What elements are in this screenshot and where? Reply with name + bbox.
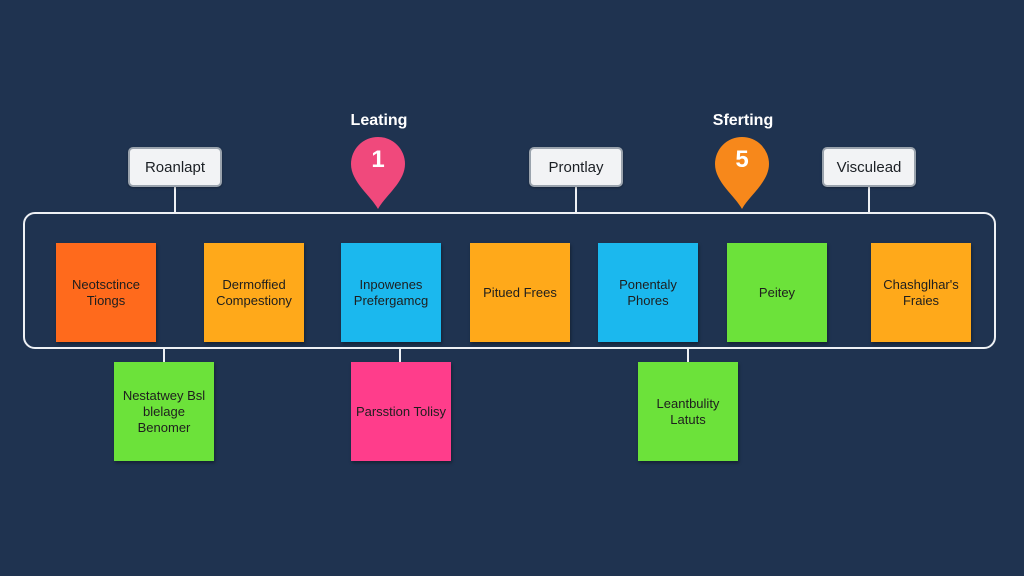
milestone-number-1: 1 — [371, 146, 385, 173]
phase-label-2: Prontlay — [529, 147, 623, 187]
sticky-note-5: Ponentaly Phores — [598, 243, 698, 342]
milestone-caption-1: Leating — [350, 112, 408, 129]
milestone-pin-2: 5 — [713, 136, 771, 212]
sticky-note-bottom-3: Leantbulity Latuts — [638, 362, 738, 461]
map-pin-icon — [351, 137, 405, 209]
sticky-note-1: Neotsctince Tiongs — [56, 243, 156, 342]
timeline-track — [23, 212, 996, 349]
sticky-note-6: Peitey — [727, 243, 827, 342]
sticky-note-3: Inpowenes Prefergamcg — [341, 243, 441, 342]
milestone-caption-2: Sferting — [712, 112, 774, 129]
milestone-number-2: 5 — [735, 146, 749, 173]
sticky-note-bottom-1: Nestatwey Bsl blelage Benomer — [114, 362, 214, 461]
sticky-note-7: Chashglhar's Fraies — [871, 243, 971, 342]
phase-label-1: Roanlapt — [128, 147, 222, 187]
map-pin-icon — [715, 137, 769, 209]
milestone-pin-1: 1 — [349, 136, 407, 212]
sticky-note-4: Pitued Frees — [470, 243, 570, 342]
sticky-note-2: Dermoffied Compestiony — [204, 243, 304, 342]
sticky-note-bottom-2: Parsstion Tolisy — [351, 362, 451, 461]
phase-label-3: Visculead — [822, 147, 916, 187]
